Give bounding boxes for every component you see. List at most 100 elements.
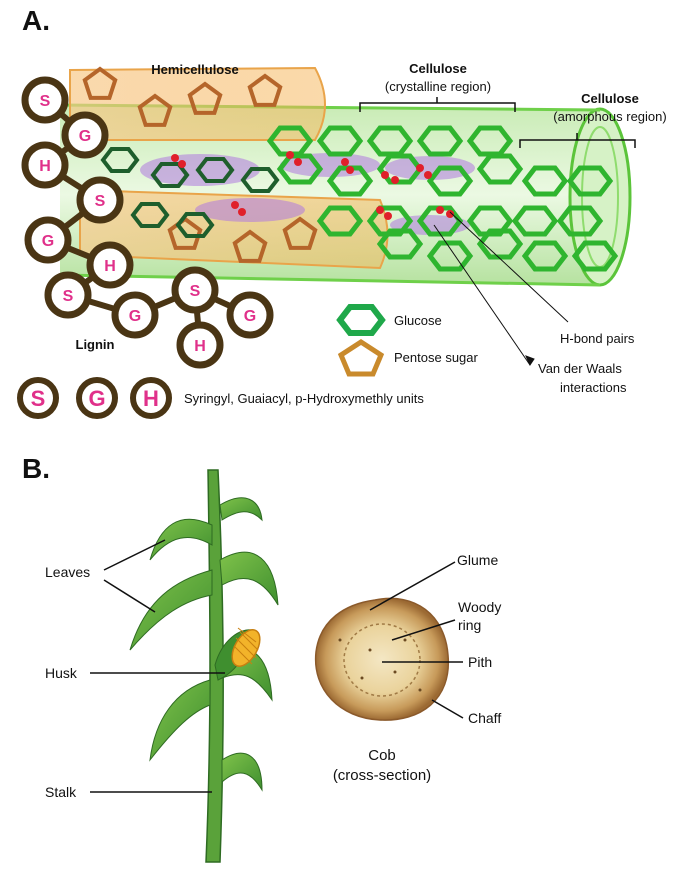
- dark-glucose-ring: [100, 147, 140, 173]
- chaff-pointer: [431, 699, 464, 719]
- glucose-ring: [376, 153, 424, 185]
- hbond-dot: [341, 158, 349, 166]
- cob-label-line1: Cob: [368, 747, 396, 764]
- legend-glucose: Glucose: [336, 304, 442, 336]
- leaves-pointers: [103, 539, 166, 613]
- crystalline-bracket: [359, 97, 516, 112]
- glucose-ring: [326, 165, 374, 197]
- dark-glucose-ring: [130, 202, 170, 228]
- lignin-node: [171, 266, 219, 314]
- hbond-dot: [424, 171, 432, 179]
- units-description: Syringyl, Guaiacyl, p-Hydroxymethly unit…: [184, 391, 424, 406]
- stalk-label: Stalk: [45, 784, 77, 800]
- vdw-label-line2: interactions: [560, 380, 627, 395]
- panel-a-label: A.: [22, 5, 50, 36]
- glucose-ring: [566, 165, 614, 197]
- hbond-dot: [384, 212, 392, 220]
- amorphous-bracket: [519, 133, 636, 148]
- hbond-dot: [294, 158, 302, 166]
- glucose-ring: [521, 165, 569, 197]
- lignin-node: [44, 271, 92, 319]
- hbond-dot: [231, 201, 239, 209]
- leaf: [219, 497, 263, 522]
- pentose-ring: [232, 229, 268, 263]
- pith-label: Pith: [468, 654, 492, 670]
- dark-glucose-ring: [240, 167, 280, 193]
- glucose-ring: [426, 240, 474, 272]
- glucose-ring: [416, 125, 464, 157]
- dark-glucose-ring: [175, 212, 215, 238]
- glucose-ring: [521, 240, 569, 272]
- lignin-node-letter: S: [190, 283, 201, 300]
- lignin-node: [21, 141, 69, 189]
- glucose-ring: [476, 228, 524, 260]
- hbond-dot: [178, 160, 186, 168]
- legend-pentose-label: Pentose sugar: [394, 350, 479, 365]
- lignin-node: [226, 291, 274, 339]
- pentose-ring: [82, 66, 118, 100]
- glucose-ring: [571, 240, 619, 272]
- woody-ring-label-line2: ring: [458, 617, 481, 633]
- corn-plant: [129, 469, 279, 863]
- glucose-hexagon-icon: [336, 304, 386, 336]
- pentose-ring: [167, 216, 203, 250]
- hbond-dot: [346, 166, 354, 174]
- lignin-node: [21, 76, 69, 124]
- glucose-ring: [476, 153, 524, 185]
- glucose-ring: [556, 205, 604, 237]
- lignin-node-letter: S: [95, 193, 106, 210]
- glucose-ring: [416, 205, 464, 237]
- leaf: [221, 752, 263, 792]
- leaf: [149, 679, 211, 762]
- lignin-node: [86, 241, 134, 289]
- glume-pointer: [369, 561, 456, 611]
- lignin-node: [61, 111, 109, 159]
- cellulose-amorphous-title: Cellulose: [581, 91, 639, 106]
- cellulose-crystalline-subtitle: (crystalline region): [385, 79, 491, 94]
- lignin-node: [111, 291, 159, 339]
- pentose-chain: [82, 66, 318, 263]
- cellulose-amorphous-subtitle: (amorphous region): [553, 109, 666, 124]
- hbond-dot: [238, 208, 246, 216]
- lignin-node-letter: S: [63, 288, 74, 305]
- cob-cross-section: [314, 597, 450, 721]
- pentose-ring: [247, 73, 283, 107]
- woody-ring-label-line1: Woody: [458, 599, 501, 615]
- unit-s-letter: S: [31, 386, 46, 411]
- lignin-node-letter: H: [194, 338, 206, 355]
- pentose-pentagon-icon: [337, 339, 385, 377]
- lignin-node-letter: H: [104, 258, 116, 275]
- lignin-node-letter: G: [244, 308, 256, 325]
- hbond-dot: [416, 164, 424, 172]
- unit-h-letter: H: [143, 386, 159, 411]
- panel-b-label: B.: [22, 453, 50, 484]
- glucose-ring: [366, 205, 414, 237]
- pentose-ring: [137, 93, 173, 127]
- leaves-label: Leaves: [45, 564, 90, 580]
- hbond-dot: [381, 171, 389, 179]
- cob-label-line2: (cross-section): [333, 767, 431, 784]
- cellulose-crystalline-title: Cellulose: [409, 61, 467, 76]
- glucose-ring: [316, 205, 364, 237]
- legend-glucose-label: Glucose: [394, 313, 442, 328]
- lignin-node-letter: H: [39, 158, 51, 175]
- hbond-dots: [171, 151, 454, 220]
- glucose-ring: [466, 205, 514, 237]
- hbond-dot: [171, 154, 179, 162]
- glucose-chains: [266, 125, 619, 272]
- leaf: [129, 569, 213, 651]
- lignin-node-letter: G: [129, 308, 141, 325]
- glume-label: Glume: [457, 552, 498, 568]
- leaf: [219, 551, 279, 606]
- legend-pentose: Pentose sugar: [337, 339, 479, 377]
- hbond-dot: [436, 206, 444, 214]
- husk-label: Husk: [45, 665, 78, 681]
- leaf: [149, 518, 213, 561]
- glucose-ring: [511, 205, 559, 237]
- hbond-dot: [391, 176, 399, 184]
- vdw-label-line1: Van der Waals: [538, 361, 622, 376]
- lignin-node: [176, 321, 224, 369]
- glucose-ring: [426, 165, 474, 197]
